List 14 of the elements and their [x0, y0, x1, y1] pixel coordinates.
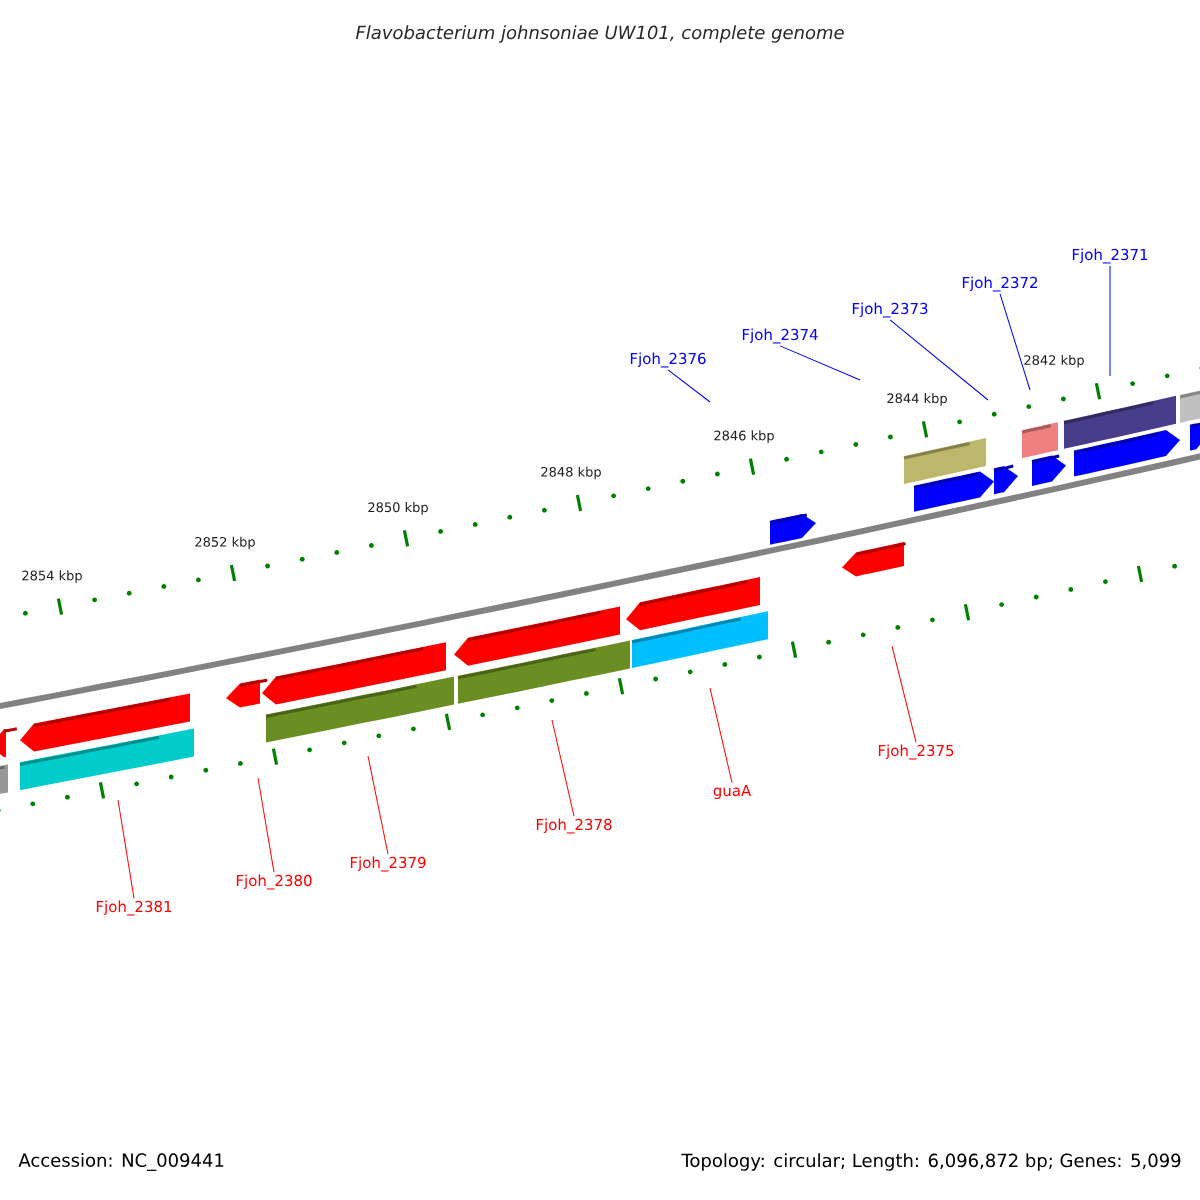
- leader-line: [779, 345, 861, 381]
- leader-line: [891, 645, 917, 743]
- leader-line: [551, 719, 575, 817]
- title: Flavobacterium johnsoniae UW101, complete genome: [355, 25, 844, 43]
- leader-line: [889, 319, 989, 401]
- footer-text: Topology: circular; Length: 6,096,872 bp; Genes: 5,099: [681, 1153, 1181, 1171]
- leader-line: [999, 293, 1031, 391]
- leader-line: [667, 369, 711, 403]
- leader-line: [367, 755, 389, 855]
- footer-text: Accession: NC_009441: [18, 1153, 224, 1171]
- leader-line: [1109, 265, 1111, 377]
- leader-line: [117, 799, 135, 899]
- leader-line: [257, 777, 275, 873]
- leader-line: [709, 687, 733, 784]
